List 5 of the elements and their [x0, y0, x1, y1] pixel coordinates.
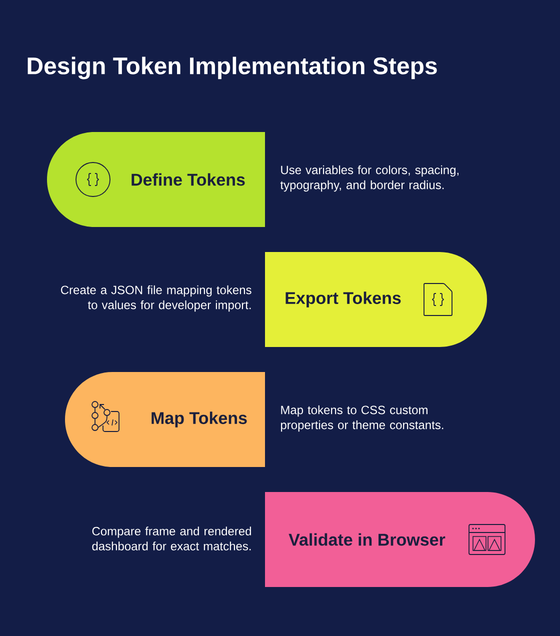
step-description: Use variables for colors, spacing, typography, and border radius. — [280, 165, 458, 192]
title: Design Token Implementation Steps — [28, 56, 437, 80]
step-description: Create a JSON file mapping tokens to values for developer import. — [61, 285, 252, 312]
step-description: Compare frame and rendered dashboard for exact matches. — [92, 526, 251, 550]
step-description: Map tokens to CSS custom properties or theme constants. — [280, 405, 444, 432]
